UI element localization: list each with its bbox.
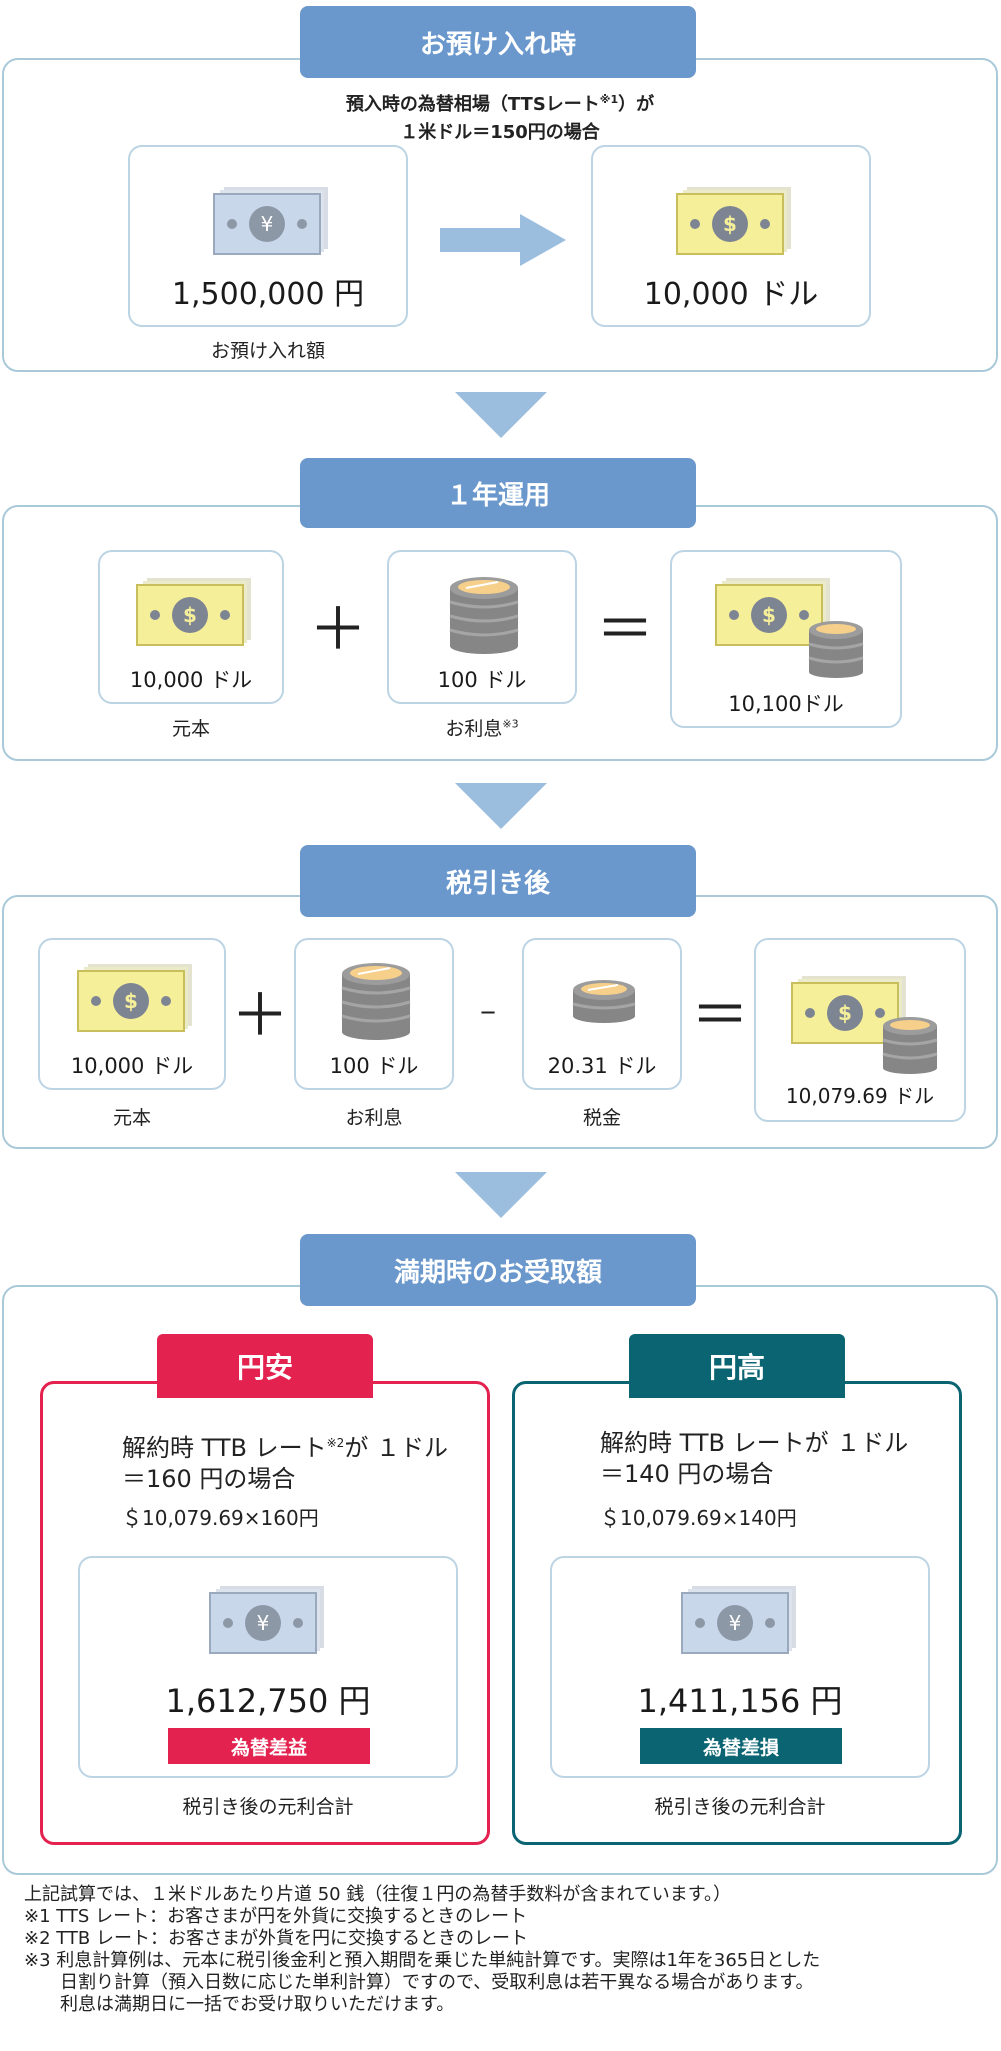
note-fee: 上記試算では、１米ドルあたり片道 50 銭（往復１円の為替手数料が含まれています… — [24, 1884, 732, 1905]
year-equals: ＝ — [595, 595, 654, 663]
tax-amount-label: 税金 — [582, 1107, 621, 1129]
weak-yen-condition: 解約時 TTB レート※2が １ドル ＝160 円の場合 — [122, 1434, 448, 1493]
strong-yen-amount: 1,411,156 円 — [637, 1682, 843, 1720]
strong-yen-calculation: ＄10,079.69×140円 — [600, 1506, 797, 1530]
svg-text:$: $ — [762, 603, 776, 627]
note-ttb: ※2 TTB レート：お客さまが外貨を円に交換するときのレート — [24, 1928, 528, 1949]
weak-yen-label: 税引き後の元利合計 — [182, 1796, 354, 1818]
svg-text:$: $ — [838, 1001, 852, 1025]
right-arrow-icon — [440, 214, 566, 266]
year-title: １年運用 — [300, 458, 696, 528]
yen-deposit-amount: 1,500,000 円 — [171, 277, 365, 312]
year-plus: ＋ — [308, 595, 367, 663]
tax-principal-label: 元本 — [112, 1107, 151, 1129]
tax-interest-label: お利息 — [345, 1107, 403, 1129]
footnotes: 上記試算では、１米ドルあたり片道 50 銭（往復１円の為替手数料が含まれています… — [24, 1884, 984, 2016]
usd-deposit-card: $ 10,000 ドル — [591, 145, 871, 327]
yen-deposit-card: ¥ 1,500,000 円 — [128, 145, 408, 327]
down-arrow-icon — [455, 1172, 547, 1218]
yen-bill-icon: ¥ — [681, 1586, 796, 1654]
year-principal-amount: 10,000 ドル — [129, 668, 253, 692]
svg-text:¥: ¥ — [261, 212, 274, 236]
yen-bill-icon: ¥ — [213, 187, 328, 255]
tax-plus: ＋ — [230, 981, 289, 1049]
dollar-bill-icon: $ — [136, 578, 251, 646]
strong-yen-condition: 解約時 TTB レートが １ドル ＝140 円の場合 — [600, 1429, 909, 1488]
after-tax-title: 税引き後 — [300, 845, 696, 917]
tax-interest-card: 100 ドル — [294, 938, 454, 1090]
weak-yen-gain-badge: 為替差益 — [168, 1728, 370, 1764]
year-total-amount: 10,100ドル — [728, 692, 844, 716]
deposit-title: お預け入れ時 — [300, 6, 696, 78]
svg-text:¥: ¥ — [729, 1611, 742, 1635]
tax-total-card: $ 10,079.69 ドル — [754, 938, 966, 1122]
tax-amount-card: 20.31 ドル — [522, 938, 682, 1090]
coin-stack-icon — [449, 577, 519, 654]
coin-stack-icon — [341, 963, 411, 1040]
note-interest-cont: 日割り計算（預入日数に応じた単利計算）ですので、受取利息は若干異なる場合がありま… — [60, 1972, 814, 1993]
tax-total-amount: 10,079.69 ドル — [785, 1084, 935, 1108]
dollar-bill-icon: $ — [77, 964, 192, 1032]
tax-amount-value: 20.31 ドル — [547, 1054, 657, 1078]
down-arrow-icon — [455, 392, 547, 438]
weak-yen-calculation: ＄10,079.69×160円 — [122, 1506, 319, 1530]
strong-yen-label: 税引き後の元利合計 — [654, 1796, 826, 1818]
tax-interest-amount: 100 ドル — [329, 1054, 419, 1078]
svg-text:$: $ — [124, 989, 138, 1013]
svg-text:$: $ — [723, 212, 737, 236]
down-arrow-icon — [455, 783, 547, 829]
tax-principal-card: $ 10,000 ドル — [38, 938, 226, 1090]
note-tts: ※1 TTS レート：お客さまが円を外貨に交換するときのレート — [24, 1906, 528, 1927]
weak-yen-amount: 1,612,750 円 — [165, 1682, 371, 1720]
note-interest: ※3 利息計算例は、元本に税引後金利と預入期間を乗じた単純計算です。実際は1年を… — [24, 1950, 821, 1971]
svg-text:¥: ¥ — [257, 1611, 270, 1635]
year-principal-label: 元本 — [171, 718, 210, 740]
coin-stack-icon — [882, 1017, 938, 1074]
yen-deposit-label: お預け入れ額 — [210, 340, 325, 362]
svg-text:$: $ — [183, 603, 197, 627]
year-total-card: $ 10,100ドル — [670, 550, 902, 728]
weak-yen-tab: 円安 — [157, 1334, 373, 1398]
year-interest-card: 100 ドル — [387, 550, 577, 704]
maturity-title: 満期時のお受取額 — [300, 1234, 696, 1306]
coin-stack-icon — [808, 621, 864, 678]
usd-deposit-amount: 10,000 ドル — [643, 277, 819, 312]
tax-equals: ＝ — [690, 981, 749, 1049]
strong-yen-loss-badge: 為替差損 — [640, 1728, 842, 1764]
year-interest-label: お利息※3 — [445, 717, 519, 740]
weak-yen-result-card: ¥ 1,612,750 円 為替差益 — [78, 1556, 458, 1778]
strong-yen-tab: 円高 — [629, 1334, 845, 1398]
year-interest-amount: 100 ドル — [437, 668, 527, 692]
tax-principal-amount: 10,000 ドル — [70, 1054, 194, 1078]
dollar-bill-icon: $ — [676, 187, 791, 255]
deposit-rate-text: 預入時の為替相場（TTSレート※1）が １米ドル＝150円の場合 — [345, 93, 655, 143]
note-interest-payment: 利息は満期日に一括でお受け取りいただけます。 — [60, 1994, 455, 2015]
strong-yen-result-card: ¥ 1,411,156 円 為替差損 — [550, 1556, 930, 1778]
dollar-bill-icon: $ — [791, 976, 906, 1044]
tax-minus: - — [478, 980, 498, 1038]
coin-stack-icon — [572, 980, 636, 1023]
yen-bill-icon: ¥ — [209, 1586, 324, 1654]
year-principal-card: $ 10,000 ドル — [98, 550, 284, 704]
